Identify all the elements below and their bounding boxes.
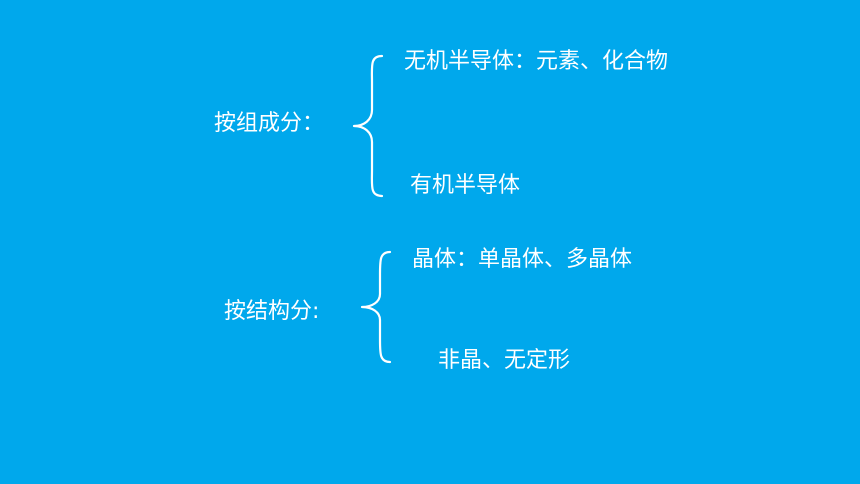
category-label-structure: 按结构分: bbox=[224, 299, 320, 324]
left-brace-composition bbox=[352, 54, 384, 198]
item-organic-semiconductor: 有机半导体 bbox=[410, 173, 521, 198]
brace-path bbox=[352, 54, 384, 198]
brace-path bbox=[360, 250, 392, 364]
left-brace-structure bbox=[360, 250, 392, 364]
item-crystal: 晶体：单晶体、多晶体 bbox=[412, 247, 633, 272]
item-amorphous: 非晶、无定形 bbox=[438, 348, 571, 373]
category-label-composition: 按组成分： bbox=[214, 111, 325, 136]
item-inorganic-semiconductor: 无机半导体：元素、化合物 bbox=[404, 49, 669, 74]
